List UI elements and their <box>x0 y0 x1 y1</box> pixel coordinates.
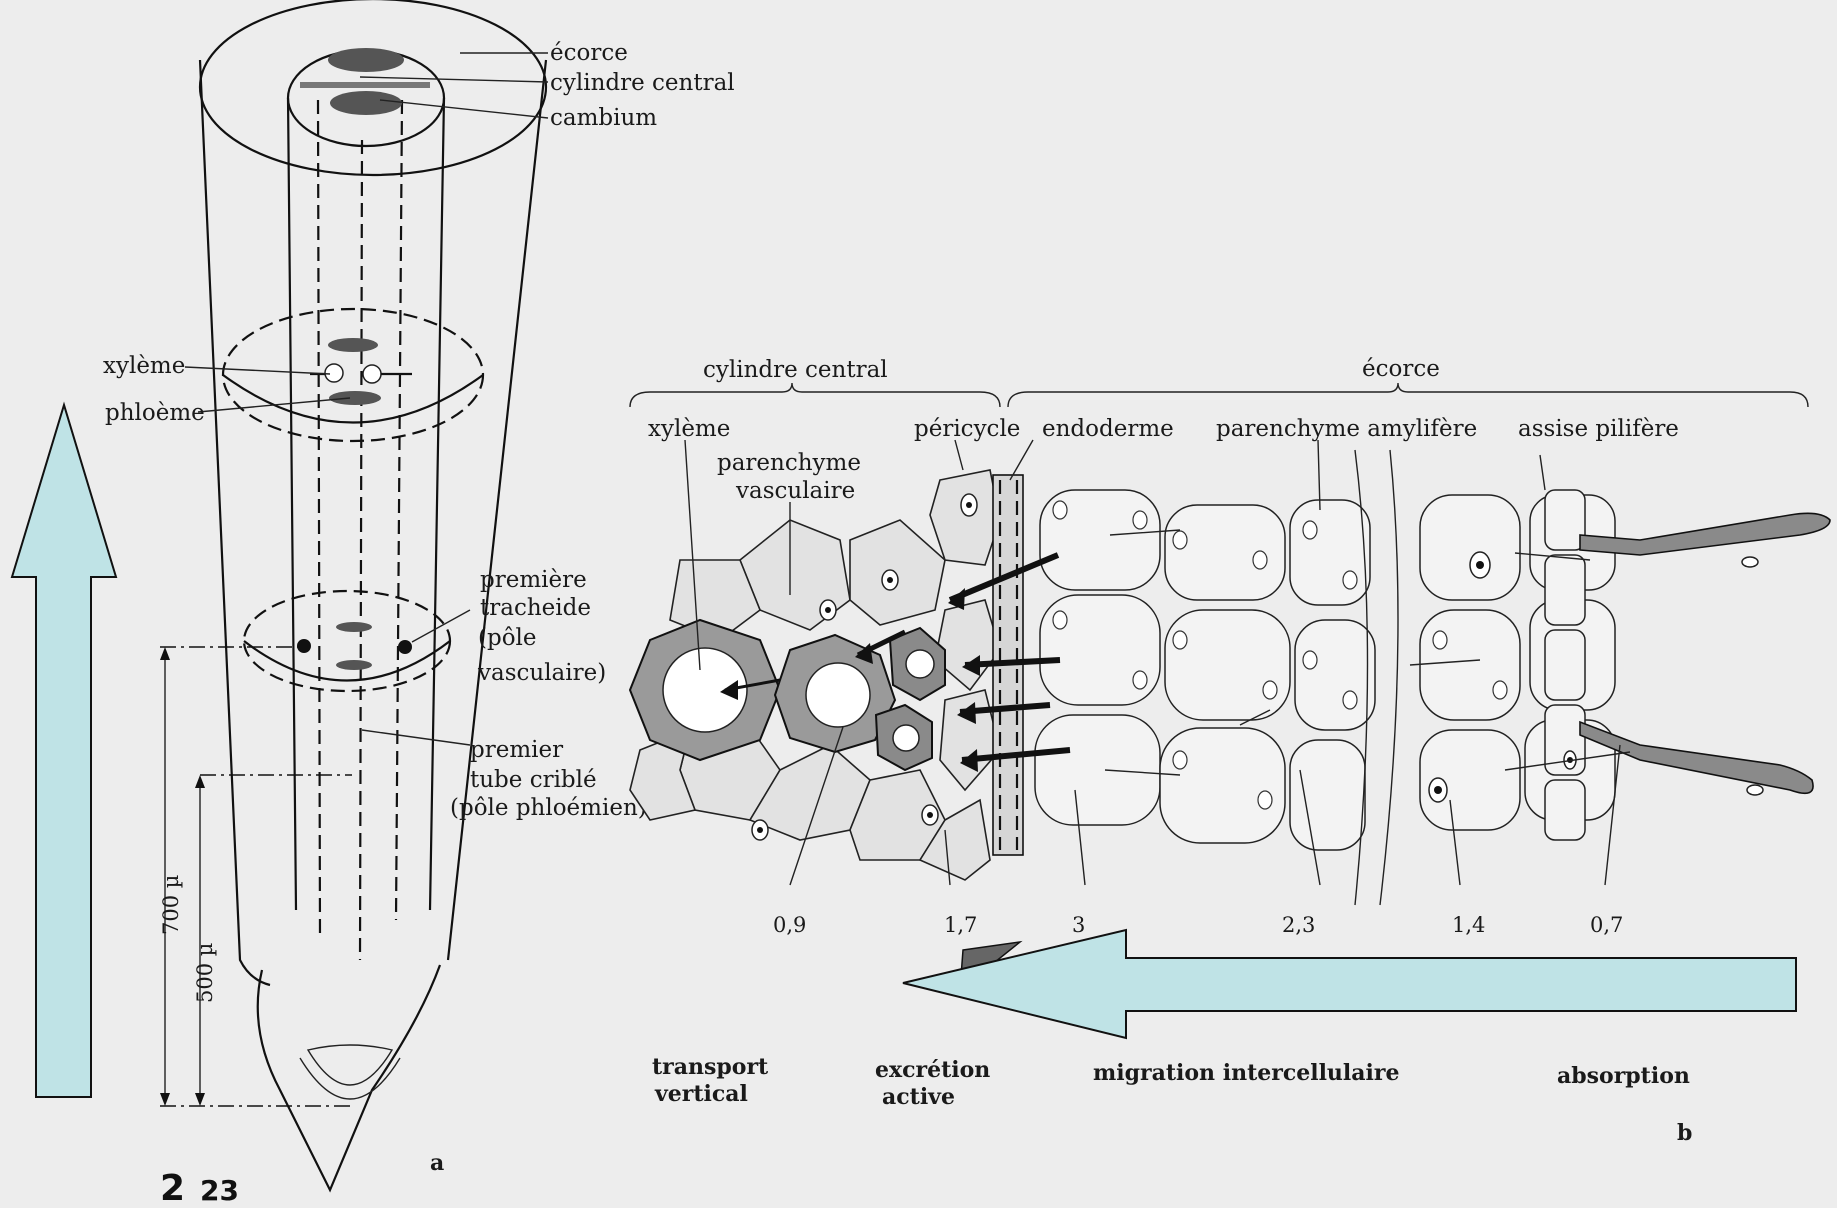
top-phloem-mark <box>328 48 404 72</box>
upward-transport-arrow <box>12 405 116 1097</box>
mid-section-ellipse <box>223 309 483 441</box>
label-absorption: absorption <box>1557 1063 1690 1089</box>
value-4: 2,3 <box>1282 913 1315 937</box>
inward-migration-arrow <box>903 930 1796 1038</box>
label-premiere: première <box>480 567 587 593</box>
label-pericycle: péricycle <box>914 416 1020 442</box>
label-700-mu: 700 µ <box>159 875 183 935</box>
label-vasculaire-b: vasculaire <box>735 478 855 504</box>
label-transport: transport <box>652 1054 769 1080</box>
label-parenchyme: parenchyme <box>717 450 861 476</box>
label-premier: premier <box>470 737 563 763</box>
value-3: 3 <box>1072 913 1085 937</box>
page-number: 23 <box>200 1174 239 1207</box>
label-tube-crible: tube criblé <box>470 767 597 793</box>
cell-tissue <box>630 450 1830 905</box>
label-vertical: vertical <box>654 1081 748 1107</box>
label-tracheide: tracheide <box>480 595 591 621</box>
value-5: 1,4 <box>1452 913 1485 937</box>
label-ecorce-b: écorce <box>1362 356 1440 382</box>
panel-a-letter: a <box>430 1150 444 1176</box>
process-labels: transport vertical excrétion active migr… <box>652 1054 1690 1110</box>
label-active: active <box>882 1084 955 1110</box>
label-cylindre-central-a: cylindre central <box>550 70 735 96</box>
label-pole-phloemien: (pôle phloémien) <box>450 795 647 821</box>
label-500-mu: 500 µ <box>193 943 217 1003</box>
label-ecorce-a: écorce <box>550 40 628 66</box>
value-6: 0,7 <box>1590 913 1623 937</box>
label-endoderme: endoderme <box>1042 416 1174 442</box>
label-assise-pilifere: assise pilifère <box>1518 416 1679 442</box>
root-hair-upper <box>1580 513 1830 555</box>
label-excretion: excrétion <box>875 1057 990 1083</box>
label-phloeme-a: phloème <box>105 400 205 426</box>
value-1: 0,9 <box>773 913 806 937</box>
label-cylindre-central-b: cylindre central <box>703 357 888 383</box>
panel-b-letter: b <box>1677 1120 1692 1146</box>
region-braces <box>630 383 1808 407</box>
label-parenchyme-amylifere: parenchyme amylifère <box>1216 416 1477 442</box>
value-2: 1,7 <box>944 913 977 937</box>
label-cambium-a: cambium <box>550 105 657 131</box>
plate-number: 2 <box>160 1168 185 1208</box>
panel-a-labels: écorce cylindre central cambium xylème p… <box>103 40 735 1208</box>
label-migration: migration intercellulaire <box>1093 1060 1399 1086</box>
label-xyleme-b: xylème <box>648 416 730 442</box>
label-vasculaire: vasculaire) <box>477 660 606 686</box>
label-pole: (pôle <box>478 625 537 651</box>
label-xyleme-a: xylème <box>103 353 185 379</box>
root-cap <box>258 965 440 1190</box>
